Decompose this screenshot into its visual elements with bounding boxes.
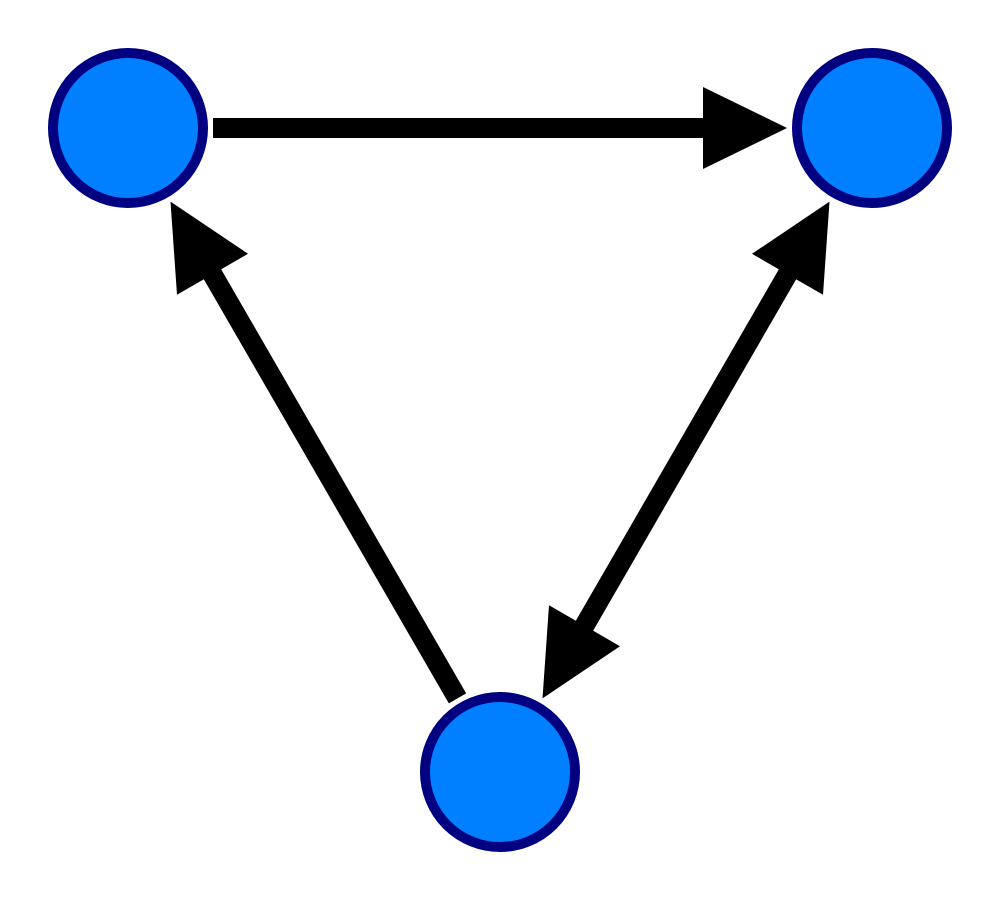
edge-line [200, 264, 467, 704]
nodes-layer [48, 48, 952, 852]
edges-layer [170, 87, 830, 704]
node-bottom [420, 692, 580, 852]
node-top-left [48, 48, 208, 208]
arrowhead-icon [703, 87, 787, 169]
edge-bottom-to-top-left [170, 201, 467, 704]
edge-top-left-to-top-right [213, 87, 787, 169]
edge-line [572, 264, 800, 636]
arrowhead-icon [752, 201, 830, 295]
node-top-right [792, 48, 952, 208]
arrowhead-icon [170, 201, 248, 295]
arrowhead-icon [542, 605, 620, 699]
edge-top-right-to-bottom [542, 201, 830, 699]
